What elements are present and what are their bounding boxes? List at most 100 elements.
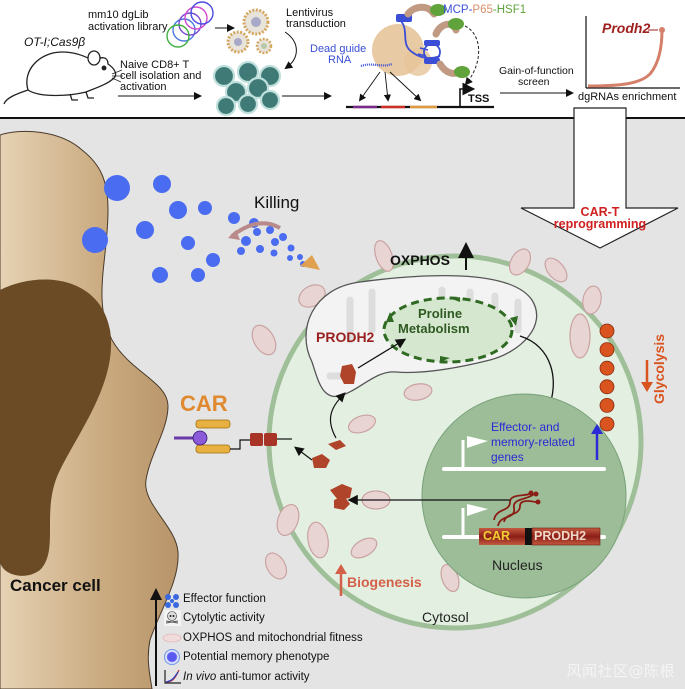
mrna-transcripts-icon bbox=[493, 493, 537, 527]
guide-arrow-1 bbox=[358, 71, 381, 102]
proline-cycle bbox=[382, 296, 514, 364]
granule bbox=[237, 247, 245, 255]
dcas9-complex-icon bbox=[360, 3, 470, 78]
mitochondrion-decor bbox=[350, 537, 378, 559]
car-label: CAR bbox=[180, 391, 228, 416]
granule bbox=[271, 238, 279, 246]
killing-label: Killing bbox=[254, 193, 300, 212]
genes-up-arrowhead bbox=[591, 424, 603, 434]
guide-arrow-2 bbox=[383, 71, 392, 102]
granule bbox=[198, 201, 212, 215]
mitochondrion-decor bbox=[569, 313, 591, 359]
enrichment-plot bbox=[585, 16, 680, 89]
effector-function-icon bbox=[165, 594, 179, 608]
cancer-cell-label: Cancer cell bbox=[10, 576, 101, 595]
mitochondrion-decor bbox=[374, 240, 394, 272]
legend-oxphos: OXPHOS and mitochondrial fitness bbox=[183, 632, 363, 644]
tss-arrow-icon bbox=[459, 82, 476, 107]
biogenesis-label: Biogenesis bbox=[347, 574, 422, 590]
legend-effector-function: Effector function bbox=[183, 593, 266, 605]
mrna-cap bbox=[533, 491, 539, 497]
glycolysis-bead bbox=[599, 360, 615, 376]
glycolysis-bead bbox=[599, 416, 615, 432]
mitochondrion-decor bbox=[307, 521, 329, 559]
lentivirus-label-line1: Lentivirus bbox=[286, 7, 334, 19]
mrna-cap bbox=[535, 499, 541, 505]
granule bbox=[104, 175, 130, 201]
genes-label-line1: Effector- and bbox=[491, 420, 560, 434]
legend-cytolytic-activity: Cytolytic activity bbox=[183, 612, 265, 624]
granule-release-cone bbox=[300, 255, 320, 270]
granule bbox=[152, 267, 168, 283]
hsf1-label: HSF1 bbox=[496, 4, 527, 16]
granule bbox=[191, 268, 205, 282]
killing-arrowhead bbox=[228, 230, 240, 240]
guide-arrow-3 bbox=[389, 71, 422, 102]
glycolysis-label: Glycolysis bbox=[651, 333, 667, 404]
prodh2-proteins-cytosol bbox=[312, 440, 352, 510]
granule bbox=[266, 226, 274, 234]
promoter-flag-head-2 bbox=[467, 504, 488, 516]
genes-label-line3: genes bbox=[491, 450, 524, 464]
screen-label-line1: Gain-of-function bbox=[499, 65, 574, 77]
proline-label-line1: Proline bbox=[418, 306, 463, 321]
reprogramming-label-line2: reprogramming bbox=[553, 217, 647, 231]
glycolysis-bead bbox=[599, 323, 615, 339]
dash: - bbox=[468, 4, 473, 16]
glycolysis-down-arrowhead bbox=[641, 382, 653, 392]
mitochondrion-decor bbox=[264, 552, 288, 580]
reprogramming-label-line1: CAR-T bbox=[580, 205, 620, 219]
mcp-label: MCP bbox=[443, 4, 469, 16]
naive-label-line2: cell isolation and bbox=[120, 70, 202, 82]
mitochondrion-decor bbox=[582, 285, 602, 315]
arrow-virus-to-cells bbox=[284, 31, 297, 70]
promoter-flag-head-1 bbox=[467, 436, 488, 448]
mitochondrion-decor bbox=[403, 383, 433, 401]
lentivirus-icon bbox=[226, 8, 273, 55]
granule bbox=[253, 228, 261, 236]
mitochondrion-decor bbox=[508, 248, 532, 276]
granule bbox=[297, 254, 303, 260]
legend-in-vivo-italic: In vivo bbox=[183, 671, 217, 683]
prodh2-protein-icon bbox=[340, 364, 356, 384]
cycle-arrowhead-right bbox=[510, 316, 518, 326]
arrow-protein-to-mito bbox=[329, 392, 346, 439]
oxphos-label: OXPHOS bbox=[390, 252, 450, 268]
library-label-line2: activation library bbox=[88, 21, 168, 33]
genes-label-line2: memory-related bbox=[491, 435, 576, 449]
lentivirus-label-line2: transduction bbox=[286, 18, 346, 30]
granule bbox=[241, 236, 251, 246]
mitochondrion-decor bbox=[347, 414, 377, 434]
tss-label: TSS bbox=[468, 93, 490, 105]
mrna-cap bbox=[528, 490, 534, 496]
construct-car-label: CAR bbox=[483, 529, 511, 543]
granule bbox=[169, 201, 187, 219]
granule bbox=[270, 249, 278, 257]
prodh2-mito-label: PRODH2 bbox=[316, 329, 375, 345]
granule bbox=[279, 233, 287, 241]
arrow-protein-to-car bbox=[294, 446, 313, 461]
prodh2-hit-label: Prodh2 bbox=[602, 20, 651, 36]
granule bbox=[228, 212, 240, 224]
nucleus-label: Nucleus bbox=[492, 557, 543, 573]
glycolysis-bead bbox=[599, 397, 615, 413]
plasmid-library-icon bbox=[166, 1, 214, 48]
library-label-line1: mm10 dgLib bbox=[88, 9, 149, 21]
activator-label: MCP-P65-HSF1 bbox=[443, 4, 526, 16]
mitochondrion-icon bbox=[162, 633, 182, 643]
granule bbox=[153, 175, 171, 193]
p65-label: P65 bbox=[472, 4, 493, 16]
granule bbox=[136, 221, 154, 239]
glycolysis-chain-icon bbox=[599, 323, 615, 432]
reprogramming-arrow bbox=[520, 107, 679, 249]
construct-prodh2-segment bbox=[531, 527, 601, 546]
memory-cell-icon bbox=[164, 649, 180, 665]
mitochondrion-decor bbox=[251, 324, 277, 356]
legend-memory-phenotype: Potential memory phenotype bbox=[183, 651, 330, 663]
glycolysis-bead bbox=[599, 379, 615, 395]
screen-label-line2: screen bbox=[518, 76, 550, 88]
dash: - bbox=[492, 4, 497, 16]
legend-in-vivo-text: anti-tumor activity bbox=[216, 671, 310, 683]
mouse-strain-label: OT-I;Cas9β bbox=[24, 35, 86, 49]
